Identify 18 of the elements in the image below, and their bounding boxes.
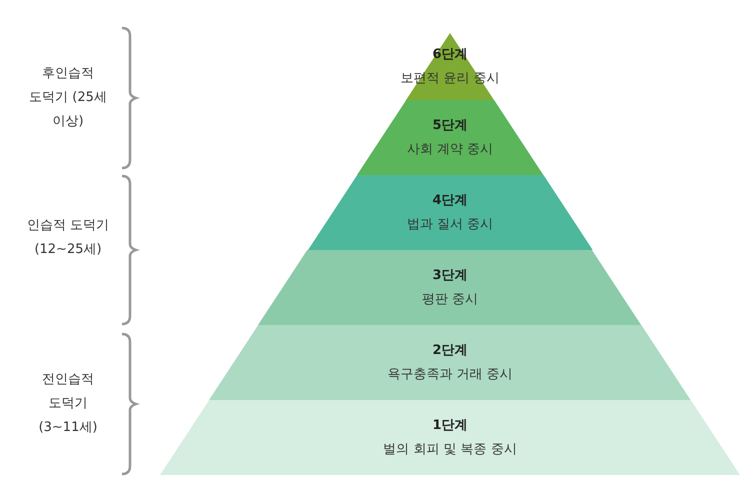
level-title: 4단계	[431, 192, 468, 208]
level-title: 2단계	[431, 342, 469, 358]
level-title: 5단계	[431, 116, 469, 134]
pyramid-level	[258, 250, 642, 325]
level-description: 평판 중시	[420, 290, 480, 308]
stage-group-label: 전인습적 도덕기 (3~11세)	[38, 371, 98, 437]
level-description: 벌의 회피 및 복종 중시	[382, 440, 518, 458]
level-description: 법과 질서 중시	[406, 216, 494, 232]
level-title: 1단계	[431, 416, 469, 434]
level-description: 사회 계약 중시	[406, 140, 494, 158]
level-title: 3단계	[431, 266, 468, 284]
stage-group-label: 후인습적 도덕기 (25세 이상)	[28, 65, 108, 131]
pyramid-level	[308, 175, 592, 250]
pyramid-level	[160, 400, 740, 475]
stage-group-label: 인습적 도덕기 (12~25세)	[26, 217, 110, 259]
level-description: 욕구충족과 거래 중시	[386, 366, 514, 382]
pyramid-level	[356, 100, 544, 175]
pyramid-level	[209, 325, 691, 400]
